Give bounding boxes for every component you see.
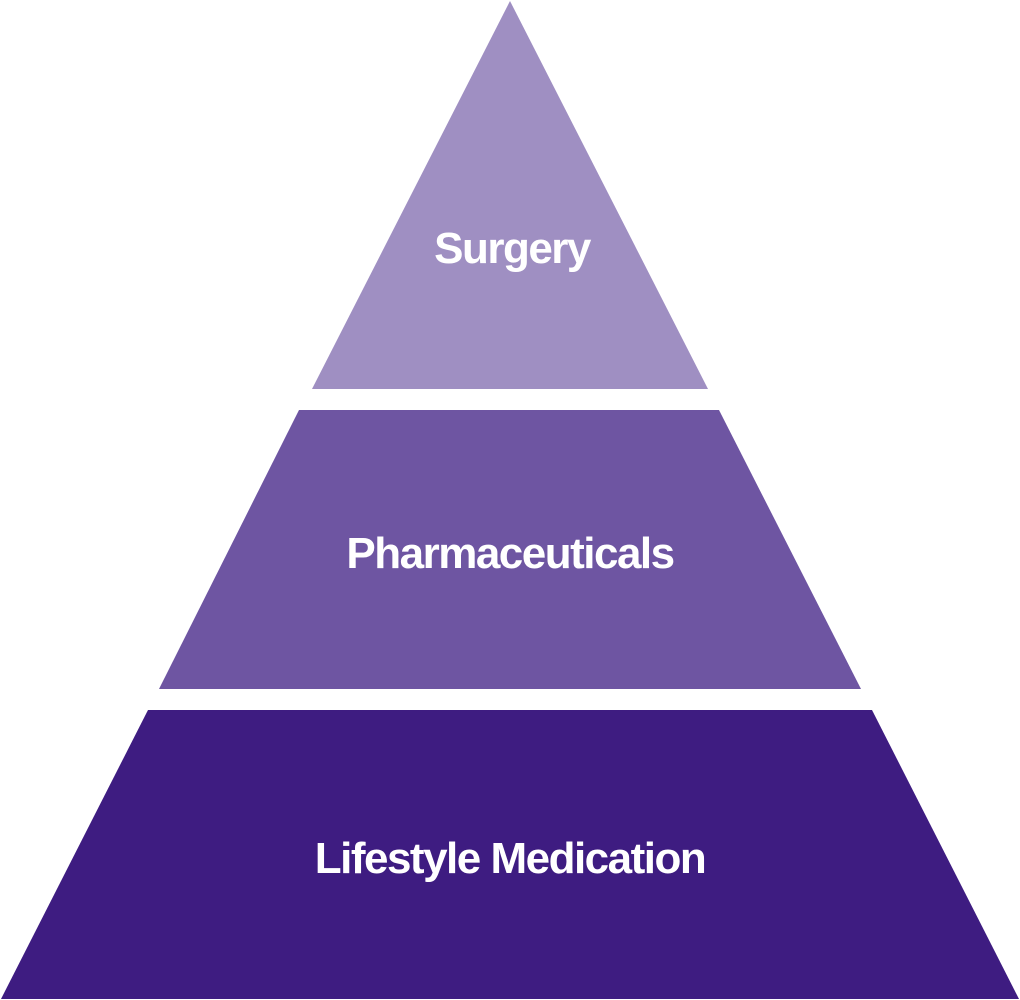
tier-shape-pharmaceuticals <box>159 410 861 689</box>
tier-shape-surgery <box>312 1 708 389</box>
tier-label-lifestyle-medication: Lifestyle Medication <box>315 834 706 883</box>
tier-shape-lifestyle-medication <box>1 710 1019 999</box>
pyramid-tier-middle: Pharmaceuticals <box>159 410 861 689</box>
pyramid-tier-bottom: Lifestyle Medication <box>1 710 1019 999</box>
tier-label-pharmaceuticals: Pharmaceuticals <box>346 529 673 578</box>
pyramid-tier-top: Surgery <box>312 1 708 389</box>
tier-label-surgery: Surgery <box>434 224 592 273</box>
